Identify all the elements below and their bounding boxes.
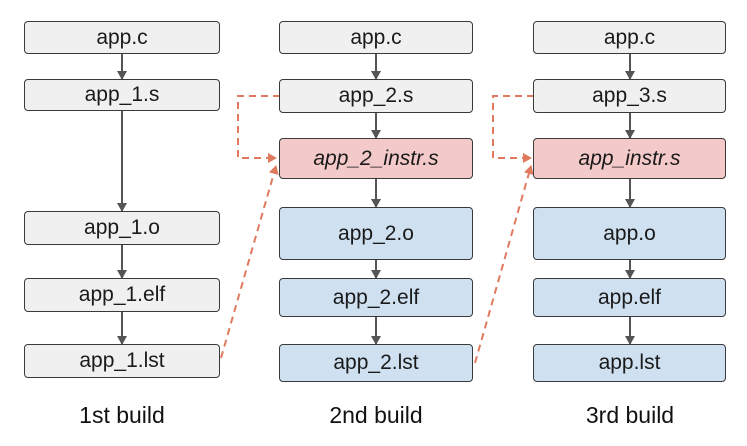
- b1-source-box: app.c: [24, 21, 220, 54]
- b2-source-box: app.c: [279, 21, 473, 54]
- b2-object-box: app_2.o: [279, 207, 473, 260]
- b2-asm-box: app_2.s: [279, 79, 473, 113]
- b3-elf-box: app.elf: [533, 278, 726, 317]
- b1-asm-box: app_1.s: [24, 79, 220, 111]
- dashed-arrow-b2-lst-to-b3-instr: [474, 165, 534, 364]
- b1-object-box: app_1.o: [24, 211, 220, 245]
- b1-listing-box: app_1.lst: [24, 344, 220, 378]
- b3-listing-box: app.lst: [533, 344, 726, 382]
- b3-object-box: app.o: [533, 207, 726, 260]
- b2-instr-box: app_2_instr.s: [279, 138, 473, 179]
- b2-elf-box: app_2.elf: [279, 278, 473, 317]
- b2-listing-box: app_2.lst: [279, 344, 473, 382]
- b1-elf-box: app_1.elf: [24, 278, 220, 312]
- b3-caption: 3rd build: [585, 402, 675, 428]
- b2-caption: 2nd build: [329, 402, 423, 428]
- b3-source-box: app.c: [533, 21, 726, 54]
- dashed-arrow-b2-s-loop-to-instr: [237, 95, 280, 163]
- b3-instr-box: app_instr.s: [533, 138, 726, 179]
- dashed-arrow-b1-lst-to-b2-instr: [220, 165, 279, 359]
- b1-caption: 1st build: [79, 402, 165, 428]
- b3-asm-box: app_3.s: [533, 79, 726, 113]
- dashed-arrow-b3-s-loop-to-instr: [492, 95, 534, 163]
